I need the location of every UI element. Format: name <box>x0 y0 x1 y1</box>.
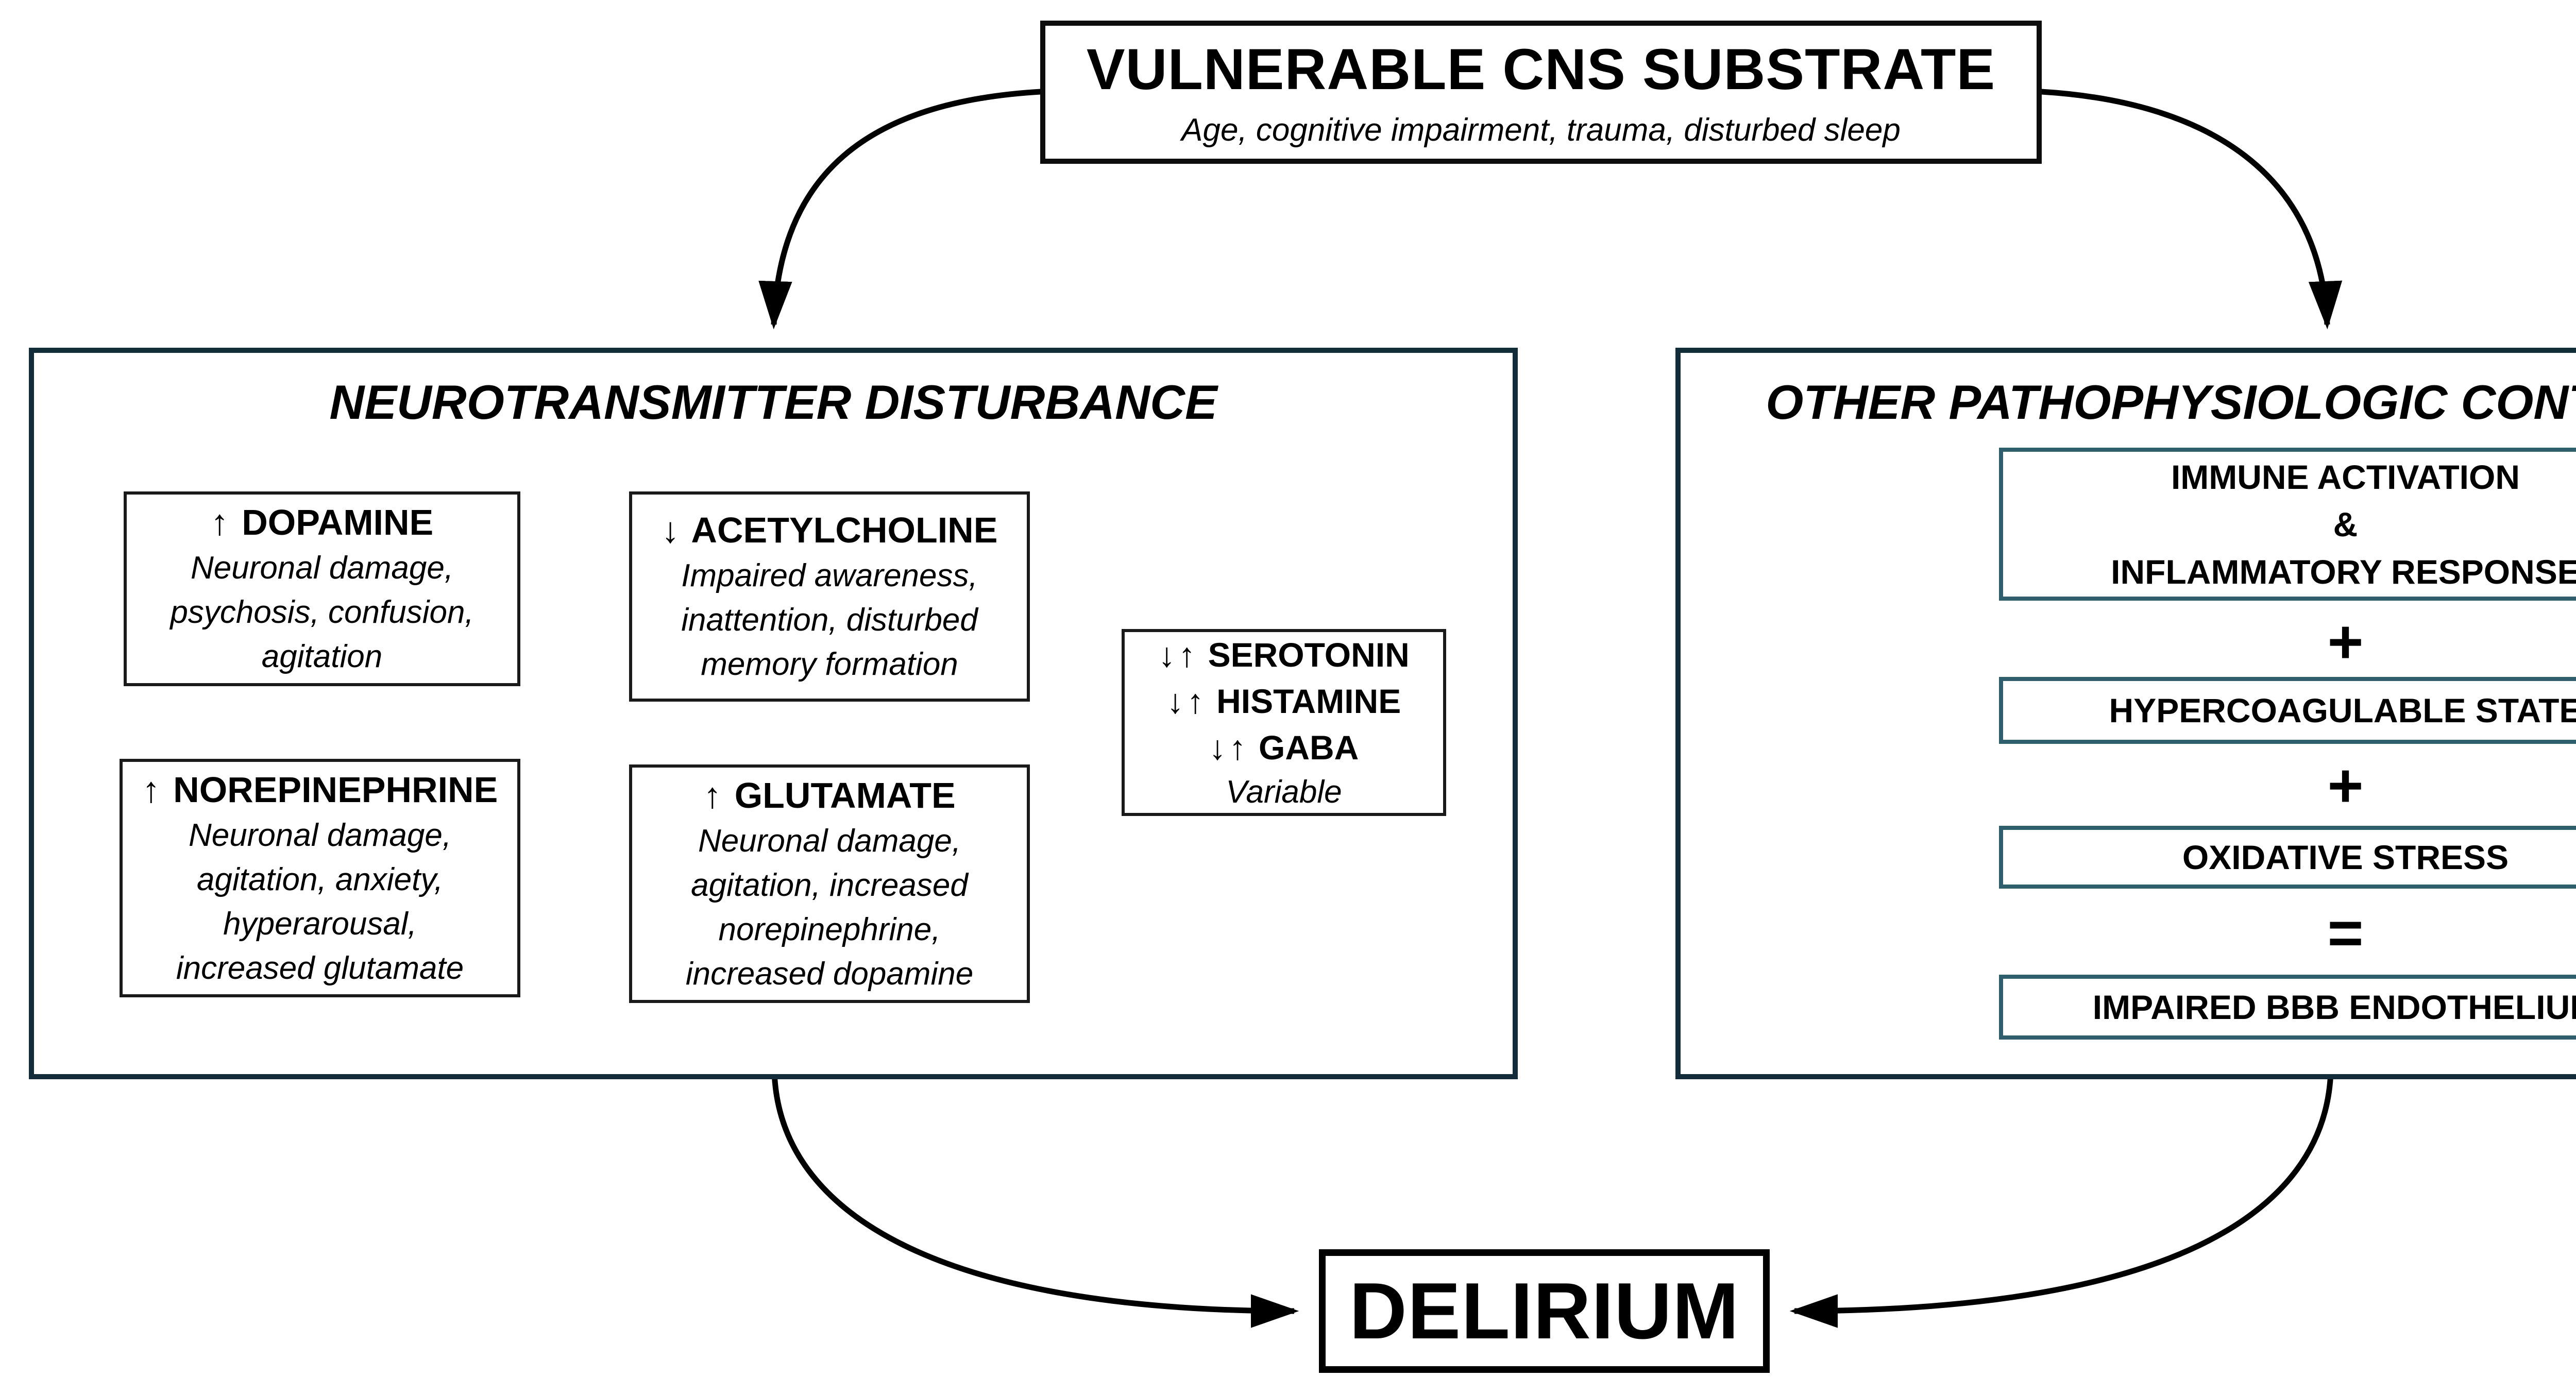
top-box-subtitle: Age, cognitive impairment, trauma, distu… <box>1181 112 1901 148</box>
serotonin-label: SEROTONIN <box>1208 635 1410 674</box>
immune-box-line: IMMUNE ACTIVATION <box>2171 457 2520 496</box>
glutamate-desc-line: agitation, increased <box>691 867 968 903</box>
immune-activation-inflammatory-response-box: IMMUNE ACTIVATION & INFLAMMATORY RESPONS… <box>1999 448 2576 601</box>
norepinephrine-desc-line: agitation, anxiety, <box>197 861 443 897</box>
gaba-row: ↓↑ GABA <box>1209 724 1359 771</box>
norepinephrine-desc-line: hyperarousal, <box>223 906 417 942</box>
acetylcholine-label: ACETYLCHOLINE <box>691 510 998 550</box>
norepinephrine-heading: ↑ NOREPINEPHRINE <box>142 766 498 813</box>
immune-box-line: INFLAMMATORY RESPONSE <box>2111 552 2576 591</box>
histamine-row: ↓↑ HISTAMINE <box>1167 678 1401 724</box>
histamine-label: HISTAMINE <box>1216 682 1401 720</box>
glutamate-label: GLUTAMATE <box>734 775 956 815</box>
top-box-title: VULNERABLE CNS SUBSTRATE <box>1086 37 1996 101</box>
dopamine-desc-line: agitation <box>261 639 383 674</box>
gaba-label: GABA <box>1259 728 1359 767</box>
down-arrow-icon: ↓ <box>661 510 683 550</box>
oxidative-stress-label: OXIDATIVE STRESS <box>2182 838 2509 876</box>
hypercoagulable-label: HYPERCOAGULABLE STATE <box>2109 691 2576 729</box>
norepinephrine-desc-line: Neuronal damage, <box>188 817 452 853</box>
norepinephrine-label: NOREPINEPHRINE <box>173 769 498 810</box>
dopamine-heading: ↑ DOPAMINE <box>211 499 434 546</box>
acetylcholine-heading: ↓ ACETYLCHOLINE <box>662 506 998 554</box>
variable-note: Variable <box>1226 774 1342 810</box>
immune-box-line: & <box>2333 505 2358 543</box>
oxidative-stress-box: OXIDATIVE STRESS <box>1999 826 2576 889</box>
equals-operator: = <box>2327 898 2364 967</box>
dopamine-desc-line: Neuronal damage, <box>190 550 454 586</box>
plus-operator: + <box>2327 751 2364 820</box>
impaired-bbb-label: IMPAIRED BBB ENDOTHELIUM <box>2092 988 2576 1026</box>
neurotransmitter-disturbance-panel: NEUROTRANSMITTER DISTURBANCE ↑ DOPAMINE … <box>29 348 1518 1079</box>
down-up-arrows-icon: ↓↑ <box>1158 635 1199 674</box>
vulnerable-cns-substrate-box: VULNERABLE CNS SUBSTRATE Age, cognitive … <box>1040 21 2042 164</box>
glutamate-desc-line: Neuronal damage, <box>698 823 961 859</box>
down-up-arrows-icon: ↓↑ <box>1209 728 1249 767</box>
norepinephrine-box: ↑ NOREPINEPHRINE Neuronal damage, agitat… <box>120 759 520 997</box>
left-panel-title: NEUROTRANSMITTER DISTURBANCE <box>329 375 1217 429</box>
up-arrow-icon: ↑ <box>210 502 232 542</box>
arrow-top-to-left-panel <box>758 89 1041 330</box>
acetylcholine-desc-line: Impaired awareness, <box>681 558 978 593</box>
glutamate-desc-line: increased dopamine <box>685 956 974 992</box>
right-panel-title: OTHER PATHOPHYSIOLOGIC CONTRIBUTIONS <box>1766 375 2576 429</box>
acetylcholine-box: ↓ ACETYLCHOLINE Impaired awareness, inat… <box>629 491 1030 702</box>
dopamine-desc-line: psychosis, confusion, <box>170 594 474 630</box>
arrow-left-panel-to-delirium <box>771 1071 1299 1328</box>
norepinephrine-desc-line: increased glutamate <box>176 950 464 986</box>
arrow-top-to-right-panel <box>2041 89 2343 330</box>
down-up-arrows-icon: ↓↑ <box>1166 682 1207 720</box>
dopamine-box: ↑ DOPAMINE Neuronal damage, psychosis, c… <box>124 491 520 686</box>
hypercoagulable-state-box: HYPERCOAGULABLE STATE <box>1999 677 2576 744</box>
glutamate-box: ↑ GLUTAMATE Neuronal damage, agitation, … <box>629 764 1030 1003</box>
impaired-bbb-endothelium-box: IMPAIRED BBB ENDOTHELIUM <box>1999 975 2576 1040</box>
acetylcholine-desc-line: inattention, disturbed <box>681 602 978 638</box>
up-arrow-icon: ↑ <box>703 775 725 815</box>
delirium-label: DELIRIUM <box>1349 1266 1740 1355</box>
delirium-outcome-box: DELIRIUM <box>1319 1249 1770 1373</box>
plus-operator: + <box>2327 607 2364 676</box>
dopamine-label: DOPAMINE <box>242 502 434 542</box>
glutamate-heading: ↑ GLUTAMATE <box>703 772 955 819</box>
acetylcholine-desc-line: memory formation <box>701 647 958 682</box>
glutamate-desc-line: norepinephrine, <box>718 911 941 947</box>
other-pathophysiologic-contributions-panel: OTHER PATHOPHYSIOLOGIC CONTRIBUTIONS IMM… <box>1675 348 2576 1079</box>
up-arrow-icon: ↑ <box>142 769 163 810</box>
arrow-right-panel-to-delirium <box>1789 1071 2334 1328</box>
serotonin-row: ↓↑ SEROTONIN <box>1158 632 1410 678</box>
variable-neurotransmitters-box: ↓↑ SEROTONIN ↓↑ HISTAMINE ↓↑ GABA Variab… <box>1122 629 1446 816</box>
